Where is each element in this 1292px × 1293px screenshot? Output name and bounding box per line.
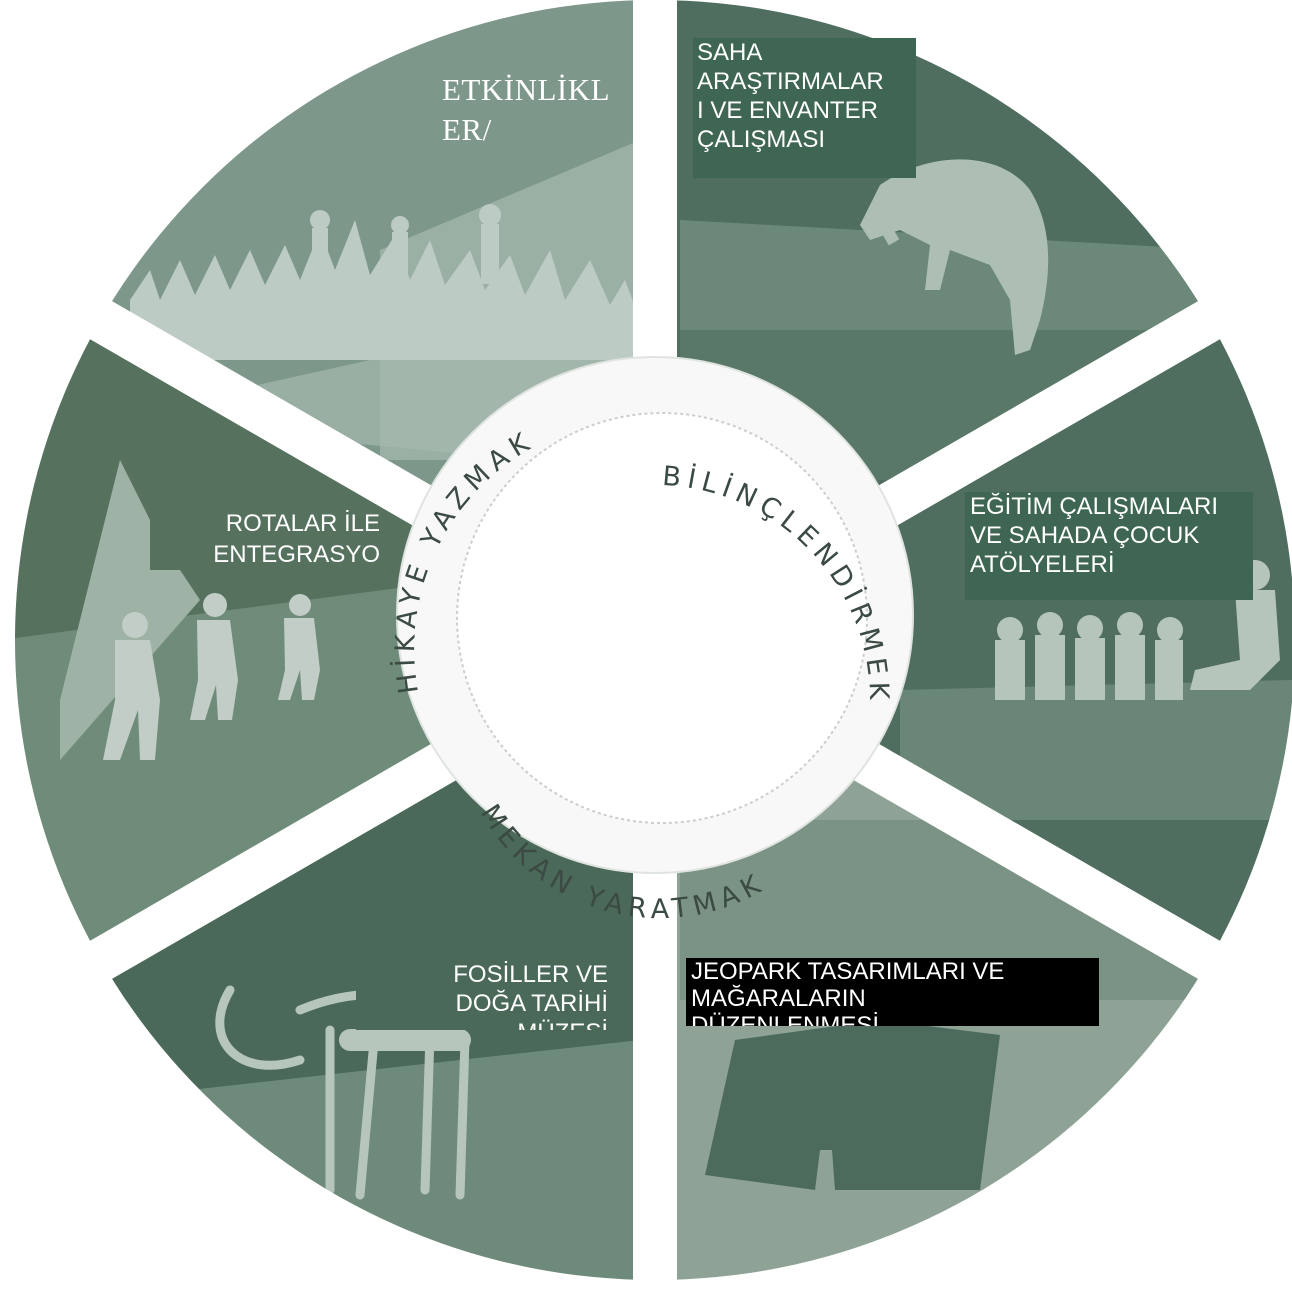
- concert-crowd-silhouette: [130, 204, 640, 360]
- label-jeopark: JEOPARK TASARIMLARI VE MAĞARALARIN DÜZEN…: [686, 958, 1099, 1026]
- classroom-silhouette: [995, 560, 1280, 700]
- label-fosiller: FOSİLLER VE DOĞA TARİHİ MÜZESİ: [356, 960, 608, 1030]
- field-researcher-silhouette: [860, 159, 1049, 355]
- label-etkinlikler: ETKİNLİKL ER/: [442, 72, 611, 147]
- hikers-silhouette: [103, 593, 320, 760]
- center-ring-border: [396, 356, 914, 874]
- label-rotalar: ROTALAR İLE ENTEGRASYO: [150, 508, 380, 570]
- label-egitim: EĞİTİM ÇALIŞMALARI VE SAHADA ÇOCUK ATÖLY…: [965, 492, 1253, 600]
- center-disc: [456, 412, 868, 824]
- label-saha: SAHA ARAŞTIRMALAR I VE ENVANTER ÇALIŞMAS…: [693, 38, 916, 178]
- cave-entrance-silhouette: [705, 1020, 1000, 1190]
- mammoth-skeleton-silhouette: [215, 985, 475, 1200]
